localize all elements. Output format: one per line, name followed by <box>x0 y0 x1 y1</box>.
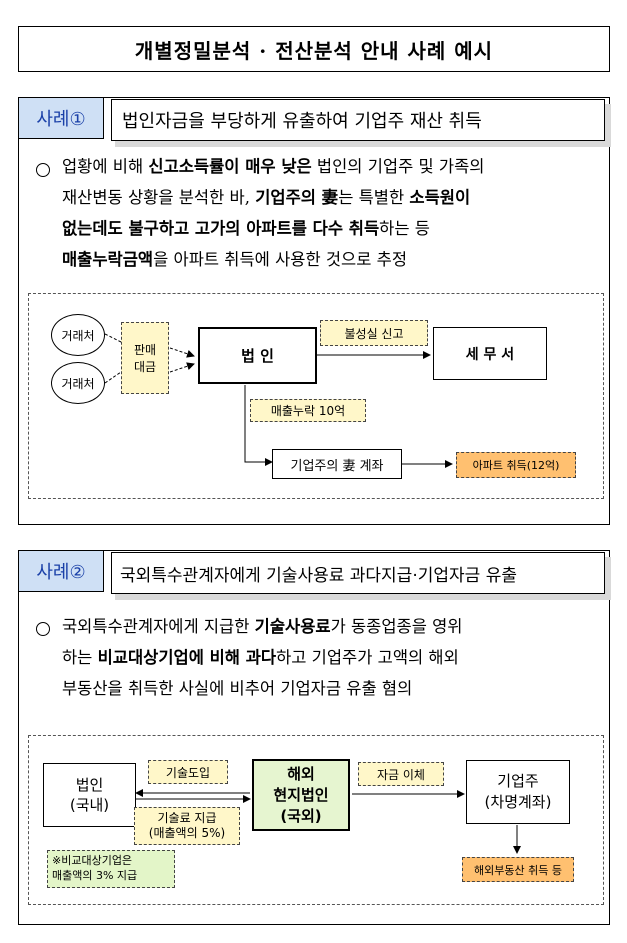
case1-tag: 사례① <box>18 97 104 139</box>
arrow-corp-to-wife <box>244 385 273 466</box>
case1-line: 재산변동 상황을 분석한 바, 기업주의 妻는 특별한 소득원이 <box>62 182 606 213</box>
case2-text-run: 가 동종업종을 영위 <box>330 617 463 636</box>
apartment-purchase-box: 아파트 취득(12억) <box>456 452 576 478</box>
case2-bullet-icon <box>36 622 50 636</box>
case1-line: 업황에 비해 신고소득률이 매우 낮은 법인의 기업주 및 가족의 <box>62 151 606 182</box>
case1-line: 매출누락금액을 아파트 취득에 사용한 것으로 추정 <box>62 244 606 275</box>
case1-frame <box>18 97 610 525</box>
case2-text-run: 부동산을 취득한 사실에 비추어 기업자금 유출 혐의 <box>62 679 413 698</box>
case1-text-run: 신고소득률이 매우 낮은 <box>148 157 312 176</box>
case1-diagram-area <box>28 293 604 499</box>
case1-text-run: 는 특별한 <box>338 188 410 207</box>
wife-account-box: 기업주의 妻 계좌 <box>272 449 402 479</box>
case1-text-run: 업황에 비해 <box>62 157 149 176</box>
tax-office-box: 세 무 서 <box>433 327 547 380</box>
arrow-client1-to-sales <box>104 333 122 343</box>
case1-text-run: 소득원이 <box>409 188 471 207</box>
case2-line: 하는 비교대상기업에 비해 과다하고 기업주가 고액의 해외 <box>62 642 606 673</box>
domestic-corp-box: 법인 (국내) <box>43 763 136 827</box>
arrow-sales-to-corp-1 <box>169 347 195 358</box>
case2-text-run: 하고 기업주가 고액의 해외 <box>276 648 459 667</box>
case1-text-run: 을 아파트 취득에 사용한 것으로 추정 <box>153 250 408 269</box>
fund-transfer-label: 자금 이체 <box>358 762 444 786</box>
case1-text-run: 재산변동 상황을 분석한 바, <box>62 188 256 207</box>
arrow-sales-to-corp-2 <box>169 362 195 373</box>
case2-frame <box>18 550 610 925</box>
client-2-ellipse: 거래처 <box>51 362 105 404</box>
comparison-note: ※비교대상기업은 매출액의 3% 지급 <box>47 850 175 888</box>
case1-text-run: 법인의 기업주 및 가족의 <box>311 157 485 176</box>
case2-line: 부동산을 취득한 사실에 비추어 기업자금 유출 혐의 <box>62 673 606 704</box>
arrow-client2-to-sales <box>104 371 122 384</box>
corporation-box: 법 인 <box>198 327 317 384</box>
case2-diagram-area <box>28 735 604 905</box>
case1-text-run: 매출누락금액 <box>62 250 154 269</box>
case1-text-run: 하는 등 <box>379 219 430 238</box>
case1-text-run: 기업주의 妻 <box>255 188 339 207</box>
client-1-ellipse: 거래처 <box>51 314 105 356</box>
case2-text-run: 국외특수관계자에게 지급한 <box>62 617 255 636</box>
case2-heading: 국외특수관계자에게 기술사용료 과다지급·기업자금 유출 <box>111 552 605 594</box>
local-corp-box: 해외 현지법인 (국외) <box>252 759 350 831</box>
case2-tag: 사례② <box>18 550 104 592</box>
owner-box: 기업주 (차명계좌) <box>466 760 570 824</box>
case2-text-run: 비교대상기업에 비해 과다 <box>97 648 277 667</box>
false-report-label: 불성실 신고 <box>320 320 428 346</box>
royalty-label: 기술료 지급 (매출액의 5%) <box>134 807 240 845</box>
case2-line: 국외특수관계자에게 지급한 기술사용료가 동종업종을 영위 <box>62 611 606 642</box>
tech-import-label: 기술도입 <box>148 760 228 784</box>
omitted-sales-label: 매출누락 10억 <box>250 399 366 422</box>
case1-line: 없는데도 불구하고 고가의 아파트를 다수 취득하는 등 <box>62 213 606 244</box>
case2-text-run: 하는 <box>62 648 98 667</box>
page-title: 개별정밀분석 · 전산분석 안내 사례 예시 <box>18 26 610 72</box>
case2-text-run: 기술사용료 <box>254 617 331 636</box>
overseas-property-box: 해외부동산 취득 등 <box>462 857 574 882</box>
sales-payment-box: 판매 대금 <box>121 322 169 394</box>
case1-text-run: 없는데도 불구하고 고가의 아파트를 다수 취득 <box>62 219 380 238</box>
case1-heading: 법인자금을 부당하게 유출하여 기업주 재산 취득 <box>111 99 605 141</box>
case1-bullet-icon <box>36 163 50 177</box>
